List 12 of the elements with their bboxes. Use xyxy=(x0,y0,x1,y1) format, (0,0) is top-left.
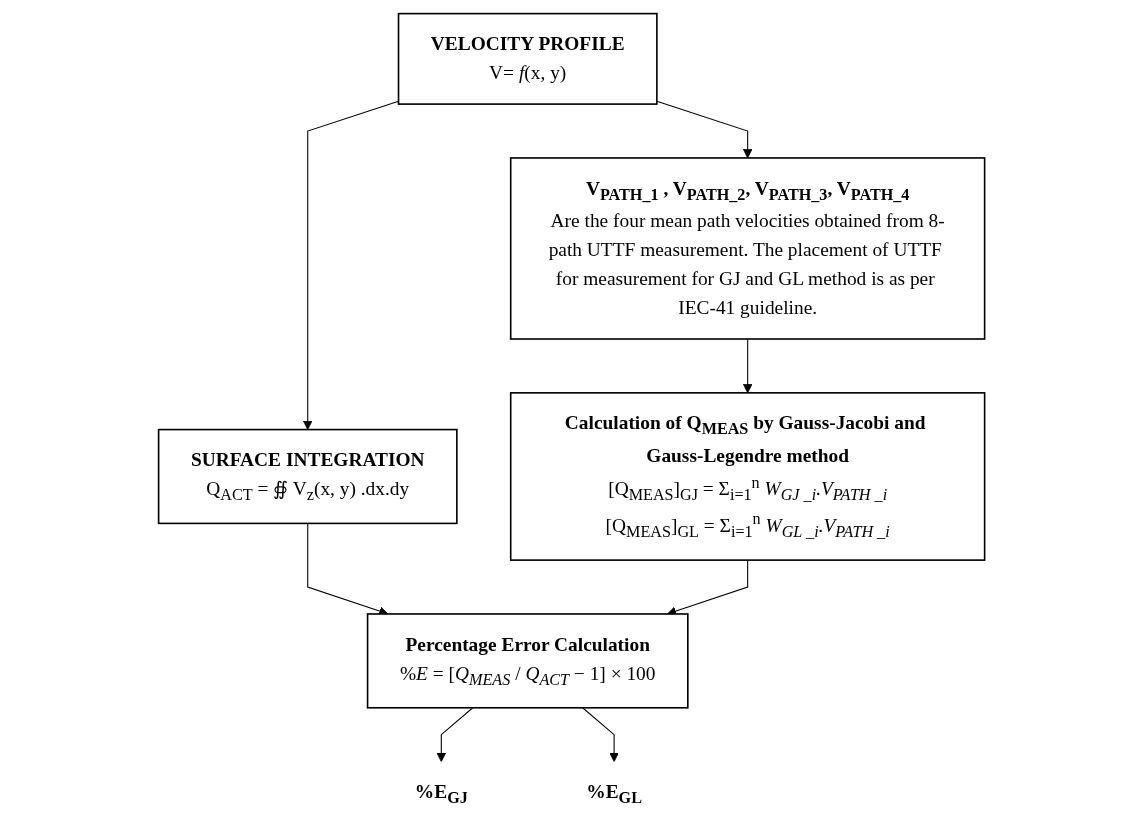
node-text: %E$_{GL}$ xyxy=(586,781,642,807)
arrow xyxy=(436,707,474,763)
arrow xyxy=(656,100,753,159)
arrow xyxy=(302,100,399,430)
node-box: Calculation of Q$_{MEAS}$ by Gauss-Jacobi and Gauss-Legendre method [Q$_{MEAS}$]$_{GJ}$ = Σ$_{i=1}$$^{n}$ W$_{GJ _i}$.V$_{PATH _i}$ [Q$_{MEAS}$]$_{GL}$ = Σ$_{i=1}$$^{n}$ W$_{GL _i}$.V$_{PATH _i}$ xyxy=(509,392,986,561)
node-box: SURFACE INTEGRATION Q$_{ACT}$ = ∯ V$_{z}$(x, y) .dx.dy xyxy=(157,428,458,525)
arrow xyxy=(742,338,753,394)
node-text: %E$_{GJ}$ xyxy=(414,781,468,807)
node-box: Percentage Error Calculation %E = [Q$_{MEAS}$ / Q$_{ACT}$ − 1] × 100 xyxy=(366,613,689,709)
arrow xyxy=(581,707,619,763)
node-box: VELOCITY PROFILE V= f(x, y) xyxy=(397,12,658,105)
node-box: V$_{PATH_1}$ , V$_{PATH_2}$, V$_{PATH_3}$, V$_{PATH_4}$ Are the four mean path velocities obtained from 8-path UTTF measurement. The placement of UTTF for measurement for GJ and GL method is as per IEC-41 guideline. xyxy=(509,157,986,340)
